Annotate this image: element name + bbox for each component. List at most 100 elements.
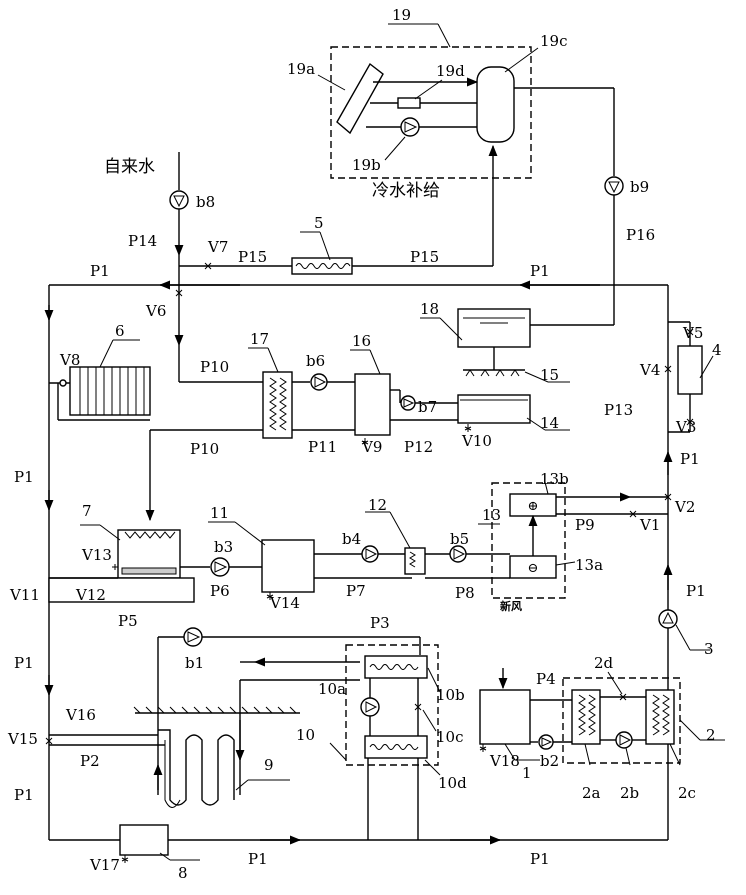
ground-coil-9-outer <box>165 740 180 808</box>
solar-collector-19a <box>337 64 383 133</box>
pump-19b <box>401 118 419 136</box>
label-10d: 10d <box>438 774 467 792</box>
label-p1-left-2: P1 <box>14 654 34 672</box>
label-p3: P3 <box>370 614 390 632</box>
label-b1: b1 <box>185 654 204 672</box>
label-v1: V1 <box>639 516 660 534</box>
minus-symbol: ⊖ <box>528 561 539 576</box>
unit-1 <box>480 690 530 744</box>
label-v16: V16 <box>65 706 96 724</box>
label-3: 3 <box>704 640 714 658</box>
heater-19d <box>398 98 420 108</box>
label-5: 5 <box>314 214 324 232</box>
label-p1-bottom-1: P1 <box>248 850 268 868</box>
label-12: 12 <box>368 496 387 514</box>
heat-exchanger-5 <box>292 258 352 274</box>
label-p15-b: P15 <box>410 248 439 266</box>
label-19b: 19b <box>352 156 381 174</box>
water-tank-18 <box>458 309 530 347</box>
label-7: 7 <box>82 502 92 520</box>
label-v18: V18 <box>489 752 520 770</box>
label-13b: 13b <box>540 470 569 488</box>
ground-coil-9 <box>158 730 234 805</box>
tower-7-basin <box>122 568 176 574</box>
label-p1-right-2: P1 <box>686 582 706 600</box>
pump-b6 <box>311 374 327 390</box>
label-p1-top-left: P1 <box>90 262 110 280</box>
label-v14: V14 <box>269 594 300 612</box>
label-v9: V9 <box>361 438 382 456</box>
label-fresh-air: 新风 <box>500 599 522 613</box>
label-cold-water-supply: 冷水补给 <box>372 181 440 201</box>
label-v6: V6 <box>145 302 166 320</box>
label-p1-bottom-2: P1 <box>530 850 550 868</box>
label-2d: 2d <box>594 654 614 672</box>
label-v12: V12 <box>75 586 106 604</box>
pump-3 <box>659 610 677 628</box>
pump-b5 <box>450 546 466 562</box>
label-1: 1 <box>522 764 532 782</box>
water-tank-19c <box>477 67 514 142</box>
label-b2: b2 <box>540 752 559 770</box>
label-p8: P8 <box>455 584 475 602</box>
label-10c: 10c <box>436 728 464 746</box>
label-b8: b8 <box>196 193 215 211</box>
label-17: 17 <box>250 330 269 348</box>
valve-v8 <box>60 380 66 386</box>
label-v5: V5 <box>682 324 703 342</box>
label-b5: b5 <box>450 530 469 548</box>
label-2a: 2a <box>582 784 601 802</box>
label-p14: P14 <box>128 232 157 250</box>
label-v4: V4 <box>639 361 660 379</box>
label-2c: 2c <box>678 784 696 802</box>
label-p12: P12 <box>404 438 433 456</box>
pump-b2 <box>539 735 553 749</box>
label-p13: P13 <box>604 401 633 419</box>
drain-valves <box>112 424 486 863</box>
label-9: 9 <box>264 756 274 774</box>
pump-b9 <box>605 177 623 195</box>
label-p1-left-3: P1 <box>14 786 34 804</box>
label-b6: b6 <box>306 352 325 370</box>
compressor-10a <box>361 698 379 716</box>
label-p10-a: P10 <box>200 358 229 376</box>
label-v15: V15 <box>7 730 38 748</box>
unit-11 <box>262 540 314 592</box>
label-19a: 19a <box>287 60 315 78</box>
label-p1-right-1: P1 <box>680 450 700 468</box>
label-b7: b7 <box>418 398 437 416</box>
label-p6: P6 <box>210 582 230 600</box>
tank-16 <box>355 374 390 435</box>
label-p4: P4 <box>536 670 556 688</box>
label-p9: P9 <box>575 516 595 534</box>
label-6: 6 <box>115 322 125 340</box>
pump-b3 <box>211 558 229 576</box>
label-p5: P5 <box>118 612 138 630</box>
label-b3: b3 <box>214 538 233 556</box>
label-b9: b9 <box>630 178 649 196</box>
label-10: 10 <box>296 726 315 744</box>
label-19c: 19c <box>540 32 568 50</box>
label-13: 13 <box>482 506 501 524</box>
component-4 <box>678 346 702 394</box>
label-v11: V11 <box>9 586 40 604</box>
label-8: 8 <box>178 864 188 882</box>
label-10b: 10b <box>436 686 465 704</box>
heat-exchanger-2c <box>646 690 674 744</box>
heat-exchanger-2a <box>572 690 600 744</box>
basin-14 <box>458 395 530 423</box>
label-2b: 2b <box>620 784 639 802</box>
label-v2: V2 <box>674 498 695 516</box>
spray-nozzles-15 <box>466 370 519 376</box>
label-2: 2 <box>706 726 716 744</box>
label-v3: V3 <box>675 418 696 436</box>
label-10a: 10a <box>318 680 346 698</box>
label-tap-water: 自来水 <box>104 157 155 177</box>
radiator-6 <box>70 367 150 415</box>
label-v13: V13 <box>81 546 112 564</box>
pump-b7 <box>401 396 415 410</box>
label-13a: 13a <box>575 556 603 574</box>
label-v8: V8 <box>59 351 80 369</box>
label-11: 11 <box>210 504 229 522</box>
